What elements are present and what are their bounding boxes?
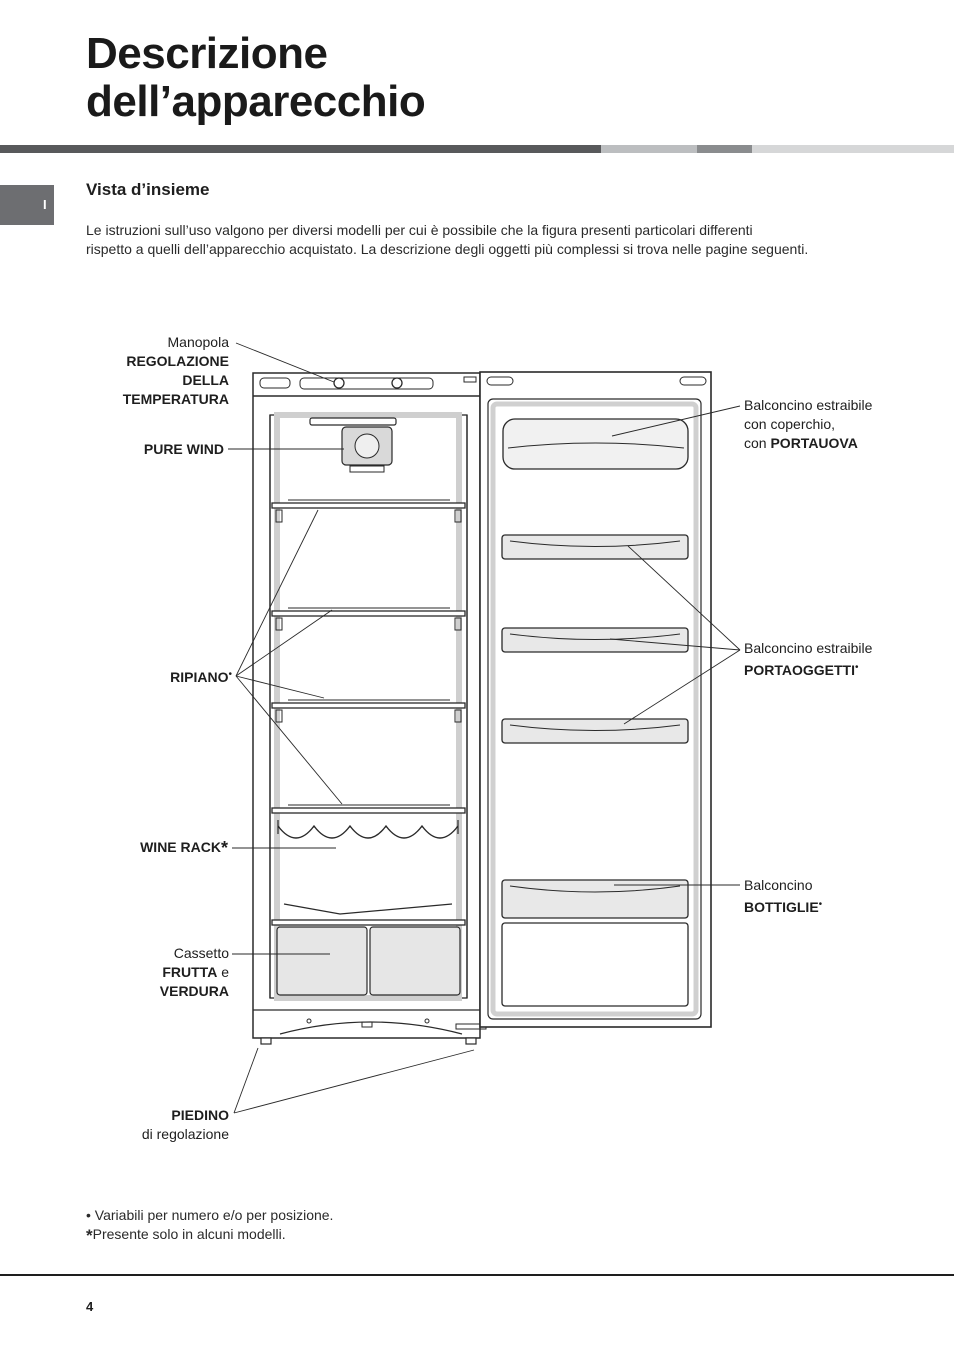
- footnote-variable-mark: •: [86, 1207, 91, 1223]
- label-pure-wind-text: PURE WIND: [143, 441, 224, 457]
- label-portaoggetti-line1: Balconcino estraibile: [744, 640, 873, 656]
- bottle-balcony: [501, 879, 689, 919]
- door-inner: [487, 398, 702, 1020]
- language-tab: I: [0, 185, 54, 225]
- page-title-line-2: dell’apparecchio: [86, 77, 426, 126]
- foot-left: [260, 1037, 272, 1045]
- header-rule-light-1: [601, 145, 697, 153]
- footnote-variable: • Variabili per numero e/o per posizione…: [86, 1207, 333, 1223]
- egg-balcony-lid-line: [507, 442, 685, 449]
- label-cassetto: Cassetto FRUTTA e VERDURA: [160, 944, 229, 1001]
- egg-balcony: [502, 418, 689, 470]
- leader-ripiano-3: [235, 675, 325, 699]
- door-liner: [490, 401, 699, 1017]
- label-manopola-line4: TEMPERATURA: [122, 391, 229, 407]
- label-portauova-line2: con coperchio,: [744, 416, 836, 432]
- leader-piedino-2: [233, 1049, 475, 1114]
- language-tab-label: I: [43, 197, 47, 212]
- label-manopola-line3: DELLA: [182, 372, 229, 388]
- wine-rack: [277, 824, 459, 839]
- leader-piedino-1: [233, 1047, 259, 1114]
- fan-base: [349, 465, 385, 473]
- intro-line-2: rispetto a quelli dell’apparecchio acqui…: [86, 241, 809, 257]
- footnote-optional: *Presente solo in alcuni modelli.: [86, 1226, 286, 1246]
- label-bottiglie-line1: Balconcino: [744, 877, 813, 893]
- leader-ripiano-1: [235, 509, 319, 677]
- leader-ripiano-4: [235, 675, 343, 805]
- label-bottiglie-line2: BOTTIGLIE: [744, 899, 819, 915]
- panel-knob-2: [391, 377, 403, 389]
- thermostat-knob: [333, 377, 345, 389]
- shelf-4: [271, 807, 466, 814]
- shelf-supports: [275, 509, 462, 723]
- door-slot-left: [486, 376, 514, 386]
- label-portauova-bold: PORTAUOVA: [770, 435, 858, 451]
- label-portaoggetti-mark: •: [854, 662, 859, 673]
- leader-portauova: [611, 405, 741, 437]
- leader-portaoggetti-2: [609, 638, 741, 651]
- header-rule-mid: [697, 145, 752, 153]
- panel-switch: [463, 376, 477, 383]
- fan-grille: [354, 433, 380, 459]
- label-piedino-line1: PIEDINO: [171, 1107, 229, 1123]
- label-piedino: PIEDINO di regolazione: [142, 1106, 229, 1144]
- label-wine-rack-text: WINE RACK: [140, 839, 221, 855]
- footnote-variable-text: Variabili per numero e/o per posizione.: [90, 1207, 334, 1223]
- panel-slot-left: [259, 377, 291, 389]
- fan-top-rail: [309, 417, 397, 426]
- label-cassetto-line1: Cassetto: [173, 945, 229, 961]
- footnote-optional-mark: *: [86, 1226, 93, 1245]
- leader-ripiano-2: [235, 609, 333, 677]
- label-balconcino-portaoggetti: Balconcino estraibile PORTAOGGETTI•: [744, 639, 872, 680]
- label-cassetto-e: e: [217, 964, 229, 980]
- page-title: Descrizione dell’apparecchio: [86, 29, 426, 126]
- label-ripiano: RIPIANO•: [170, 665, 232, 687]
- footnote-optional-text: Presente solo in alcuni modelli.: [92, 1226, 286, 1242]
- label-pure-wind: PURE WIND: [144, 440, 224, 459]
- foot-right: [465, 1037, 477, 1045]
- label-ripiano-mark: •: [228, 669, 232, 680]
- section-subtitle: Vista d’insieme: [86, 180, 210, 199]
- shelf-3: [271, 702, 466, 709]
- label-portauova-prefix: con: [744, 435, 771, 451]
- crisper-drawer-right: [369, 926, 461, 996]
- page-title-line-1: Descrizione: [86, 29, 328, 78]
- label-wine-rack: WINE RACK*: [140, 838, 228, 858]
- label-bottiglie-mark: •: [818, 899, 823, 910]
- crisper-drawer-left: [276, 926, 368, 996]
- leader-lines: [228, 342, 741, 1114]
- crisper-cover: [271, 919, 466, 926]
- header-rule-light-2: [752, 145, 954, 153]
- label-balconcino-portauova: Balconcino estraibile con coperchio, con…: [744, 396, 872, 453]
- leader-portaoggetti-1: [627, 545, 741, 651]
- door-lower-panel: [501, 922, 689, 1007]
- label-manopola-line2: REGOLAZIONE: [126, 353, 229, 369]
- label-wine-rack-mark: *: [220, 838, 228, 858]
- shelves: [271, 499, 466, 814]
- intro-paragraph: Le istruzioni sull’uso valgono per diver…: [86, 221, 906, 259]
- panel-display: [299, 377, 434, 390]
- label-manopola-line1: Manopola: [167, 334, 230, 350]
- label-ripiano-text: RIPIANO: [170, 669, 229, 685]
- intro-line-1: Le istruzioni sull’uso valgono per diver…: [86, 222, 753, 238]
- crisper-cover-line: [283, 903, 453, 915]
- label-portaoggetti-line2: PORTAOGGETTI: [744, 662, 855, 678]
- footer-rule: [0, 1274, 954, 1276]
- label-piedino-line2: di regolazione: [141, 1126, 229, 1142]
- label-cassetto-verdura: VERDURA: [159, 983, 229, 999]
- shelf-2: [271, 610, 466, 617]
- door-balconies: [501, 534, 689, 1007]
- leader-manopola: [235, 342, 335, 383]
- page-number: 4: [86, 1299, 94, 1314]
- label-portauova-line1: Balconcino estraibile: [744, 397, 873, 413]
- shelf-1: [271, 502, 466, 509]
- label-cassetto-frutta: FRUTTA: [162, 964, 218, 980]
- door-slot-right: [679, 376, 707, 386]
- header-rule-dark: [0, 145, 601, 153]
- label-manopola: Manopola REGOLAZIONE DELLA TEMPERATURA: [123, 333, 229, 409]
- label-balconcino-bottiglie: Balconcino BOTTIGLIE•: [744, 876, 822, 917]
- leader-portaoggetti-3: [623, 649, 741, 725]
